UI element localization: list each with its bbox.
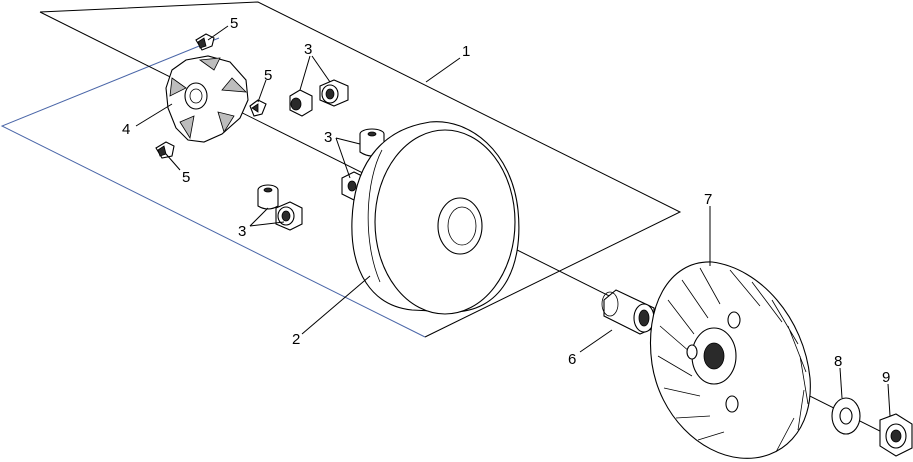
roller-lower-left <box>257 184 279 210</box>
ramp-plate-part <box>165 55 249 143</box>
leader-lines <box>135 25 891 417</box>
callout-4: 4 <box>122 121 130 138</box>
nut-part <box>879 413 913 457</box>
callout-labels: 1 2 3 3 3 4 5 5 5 6 7 8 9 <box>122 15 890 386</box>
slider-piece-bottom <box>155 141 175 159</box>
washer-part <box>831 397 861 435</box>
callout-6: 6 <box>568 351 576 368</box>
callout-5-bottom: 5 <box>182 169 190 186</box>
callout-9: 9 <box>882 369 890 386</box>
collar-sleeve-part <box>601 289 655 335</box>
callout-3-lower: 3 <box>238 223 246 240</box>
roller-upper-left <box>289 89 313 117</box>
callout-7: 7 <box>704 191 712 208</box>
callout-1: 1 <box>462 43 470 60</box>
fan-impeller-part <box>649 261 811 459</box>
assembly-frame <box>0 1 682 338</box>
slider-piece-middle <box>249 99 267 117</box>
callout-5-middle: 5 <box>264 67 272 84</box>
drive-face-part <box>351 121 520 315</box>
roller-lower-right <box>275 201 303 231</box>
callout-2: 2 <box>292 331 300 348</box>
callout-3-upper: 3 <box>304 41 312 58</box>
roller-upper-right <box>319 79 349 107</box>
slider-piece-top <box>195 33 215 51</box>
callout-8: 8 <box>834 353 842 370</box>
callout-5-top: 5 <box>230 15 238 32</box>
callout-3-middle: 3 <box>324 129 332 146</box>
